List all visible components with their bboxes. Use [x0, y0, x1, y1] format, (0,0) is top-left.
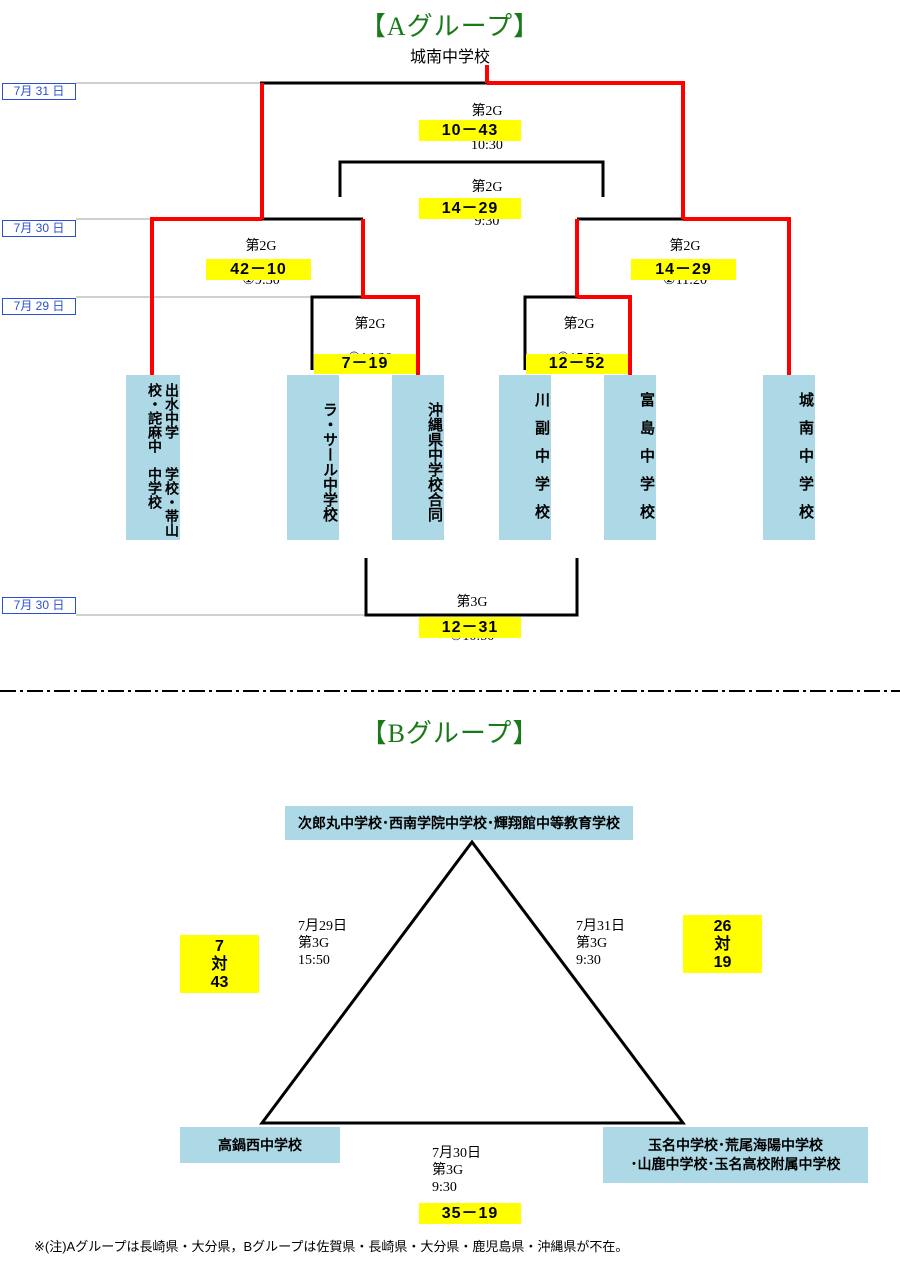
match-round: 第2G	[245, 239, 277, 254]
match-round: 第2G	[669, 239, 701, 254]
team-jiromaru-seinan-kishokan: 次郎丸中学校･西南学院中学校･輝翔館中等教育学校	[285, 806, 633, 840]
section-divider	[0, 690, 900, 692]
team-kawasoe: 川副中学校	[499, 375, 551, 540]
champion-label: 城南中学校	[409, 49, 490, 66]
team-okinawa-joint: 沖縄県中学校合同	[392, 375, 444, 540]
date-label: 7月 30 日	[2, 220, 76, 237]
score-badge: 14－29	[631, 259, 736, 280]
date-label: 7月 30 日	[2, 597, 76, 614]
date-label: 7月 29 日	[2, 298, 76, 315]
match-round: 第2G	[471, 180, 503, 195]
team-la-salle: ラ・サール中学校	[287, 375, 339, 540]
team-name-col1: 出水中学校・詫麻中	[147, 383, 180, 453]
score-badge: 42－10	[206, 259, 311, 280]
match-info-left: 7月29日 第3G 15:50	[298, 919, 347, 968]
group-a-title: 【Aグループ】	[359, 12, 541, 41]
footnote: ※(注)Aグループは長崎県・大分県，Bグループは佐賀県・長崎県・大分県・鹿児島県…	[34, 1239, 629, 1254]
match-info-right: 7月31日 第3G 9:30	[576, 919, 625, 968]
score-badge: 14－29	[419, 198, 521, 219]
score-badge: 10－43	[419, 120, 521, 141]
date-label: 7月 31 日	[2, 83, 76, 100]
match-round: 第3G	[456, 595, 488, 610]
score-badge: 7 対 43	[180, 935, 259, 993]
team-tamana-arao-yamaga: 玉名中学校･荒尾海陽中学校 ･山鹿中学校･玉名高校附属中学校	[603, 1127, 868, 1183]
match-time: 10:30	[471, 138, 503, 153]
score-badge: 7－19	[314, 354, 416, 374]
score-badge: 12－31	[419, 617, 521, 638]
score-badge: 35－19	[419, 1203, 521, 1224]
group-b-title: 【Bグループ】	[360, 719, 540, 748]
score-badge: 12－52	[526, 354, 628, 374]
match-final: 第2G 10:30	[432, 86, 542, 171]
match-round: 第2G	[563, 317, 595, 332]
score-badge: 26 対 19	[683, 915, 762, 973]
match-round: 第2G	[354, 317, 386, 332]
team-izumi-takuma-obiyama: 出水中学校・詫麻中 学校・帯山中学校	[126, 375, 180, 540]
match-info-bottom: 7月30日 第3G 9:30	[432, 1146, 481, 1195]
team-name-col2: 学校・帯山中学校	[147, 467, 180, 538]
team-jonan: 城南中学校	[763, 375, 815, 540]
team-tomishima: 富島中学校	[604, 375, 656, 540]
team-takanabe-nishi: 高鍋西中学校	[180, 1127, 340, 1163]
match-round: 第2G	[471, 104, 503, 119]
